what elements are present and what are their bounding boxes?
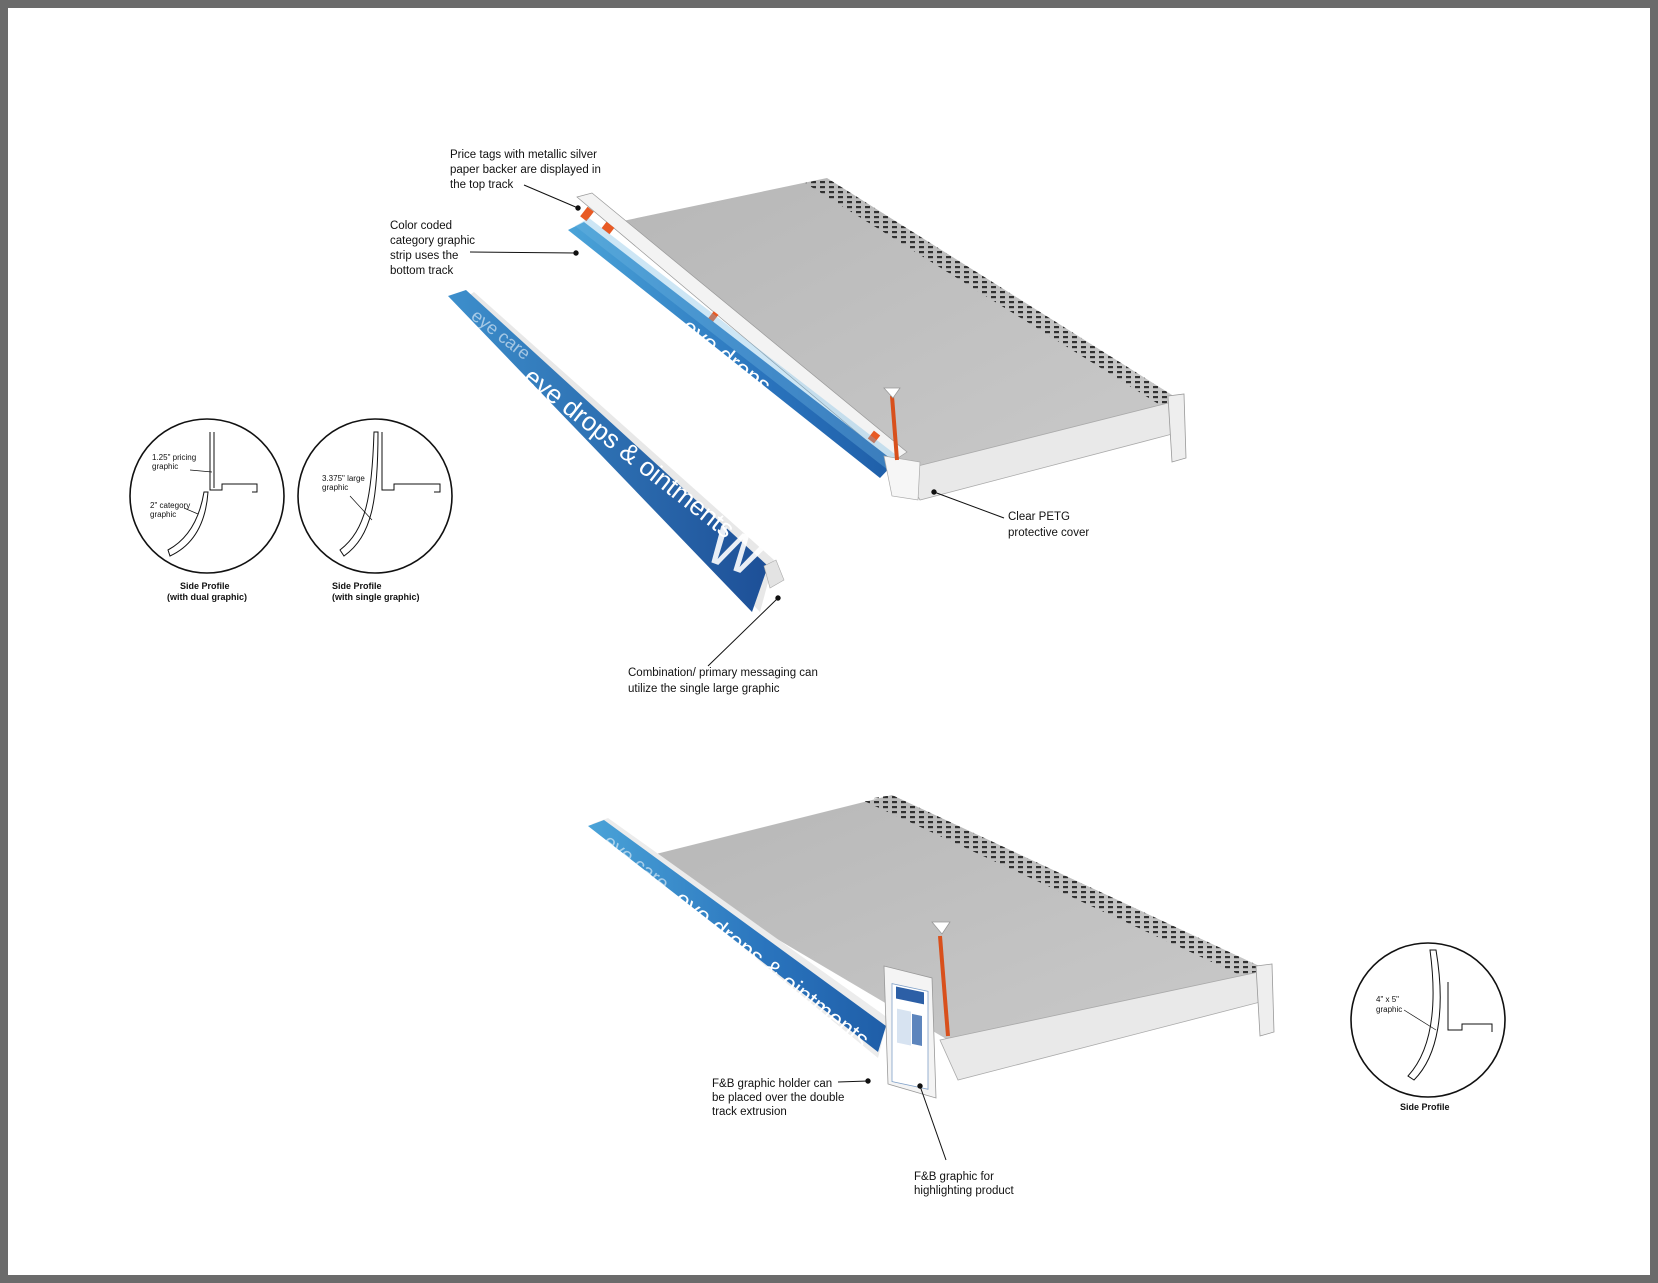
top-price-track [576, 192, 908, 463]
svg-text:Color coded: Color coded [390, 220, 452, 232]
svg-text:category graphic: category graphic [390, 235, 475, 247]
svg-text:Clear PETG: Clear PETG [1008, 511, 1070, 523]
top-shelf-surface [618, 178, 1180, 470]
bottom-shelf: eye care center eye drops & ointments [588, 795, 1275, 1099]
svg-text:(with dual graphic): (with dual graphic) [167, 592, 247, 602]
svg-text:Price tags with metallic silve: Price tags with metallic silver [450, 149, 597, 161]
bottom-divider [938, 935, 950, 1037]
svg-text:graphic: graphic [150, 510, 176, 519]
svg-text:F&B graphic holder can: F&B graphic holder can [712, 1078, 832, 1090]
svg-text:strip uses the: strip uses the [390, 250, 458, 262]
bottom-large-strip [588, 820, 886, 1052]
svg-text:Side Profile: Side Profile [180, 581, 230, 591]
svg-text:track extrusion: track extrusion [712, 1106, 787, 1118]
side-profile-dual: 1.25" pricing graphic 2" category graphi… [129, 418, 285, 602]
svg-text:Combination/ primary messaging: Combination/ primary messaging can [628, 667, 818, 679]
svg-text:graphic: graphic [1376, 1005, 1402, 1014]
eye-drops-ointments-text: eye drops & ointments [518, 361, 740, 544]
top-category-strip [568, 222, 895, 478]
svg-text:2" category: 2" category [150, 501, 190, 510]
callout-fb-holder: F&B graphic holder can be placed over th… [712, 1078, 844, 1118]
callout-petg: Clear PETG protective cover [1008, 511, 1089, 539]
loose-strip-band [448, 290, 768, 612]
callout-fb-graphic: F&B graphic for highlighting product [914, 1171, 1015, 1197]
callout-price-tags: Price tags with metallic silver paper ba… [450, 149, 601, 191]
svg-text:4" x 5": 4" x 5" [1376, 995, 1399, 1004]
callout-combination: Combination/ primary messaging can utili… [628, 667, 818, 695]
svg-text:F&B graphic for: F&B graphic for [914, 1171, 994, 1183]
side-profile-fb: 4" x 5" graphic Side Profile [1350, 942, 1506, 1112]
svg-text:graphic: graphic [152, 462, 178, 471]
top-shelf: eye drops [568, 178, 1187, 501]
callout-color-coded: Color coded category graphic strip uses … [390, 220, 475, 277]
side-profile-single: 3.375" large graphic Side Profile (with … [297, 418, 453, 602]
svg-text:bottom track: bottom track [390, 265, 454, 277]
svg-text:(with single graphic): (with single graphic) [332, 592, 420, 602]
top-shelf-bracket [1167, 393, 1187, 463]
svg-text:graphic: graphic [322, 483, 348, 492]
svg-text:paper backer are displayed in: paper backer are displayed in [450, 164, 601, 176]
svg-text:3.375" large: 3.375" large [322, 474, 365, 483]
svg-text:highlighting product: highlighting product [914, 1185, 1015, 1197]
svg-text:1.25" pricing: 1.25" pricing [152, 453, 196, 462]
bottom-shelf-surface [640, 795, 1268, 1040]
svg-text:utilize the single large graph: utilize the single large graphic [628, 683, 780, 695]
svg-text:be placed over the double: be placed over the double [712, 1092, 844, 1104]
svg-text:Side Profile: Side Profile [332, 581, 382, 591]
svg-text:Side Profile: Side Profile [1400, 1102, 1450, 1112]
petg-cover [883, 455, 921, 501]
top-shelf-perforation [805, 178, 1180, 405]
top-divider [890, 395, 899, 461]
svg-text:protective cover: protective cover [1008, 527, 1089, 539]
leader-lines [469, 184, 1005, 1161]
bottom-shelf-bracket [1255, 963, 1275, 1037]
bottom-shelf-perforation [862, 795, 1268, 975]
svg-text:the top track: the top track [450, 179, 514, 191]
